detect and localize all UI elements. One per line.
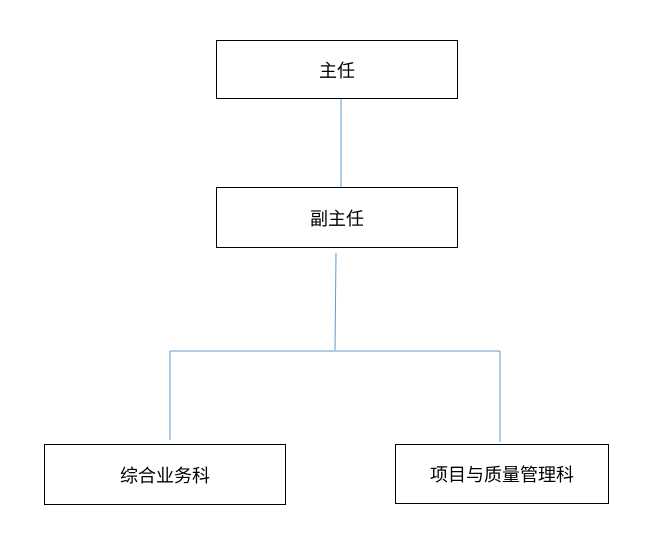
node-general-affairs-label: 综合业务科 — [120, 465, 210, 487]
node-project-quality: 项目与质量管理科 — [395, 444, 609, 504]
connector-deputy-trunk — [334, 252, 337, 351]
node-general-affairs: 综合业务科 — [44, 444, 286, 505]
node-director-label: 主任 — [319, 60, 355, 82]
node-project-quality-label: 项目与质量管理科 — [430, 465, 574, 486]
node-director: 主任 — [216, 40, 458, 99]
node-deputy-director: 副主任 — [216, 187, 458, 248]
node-deputy-director-label: 副主任 — [310, 208, 364, 230]
